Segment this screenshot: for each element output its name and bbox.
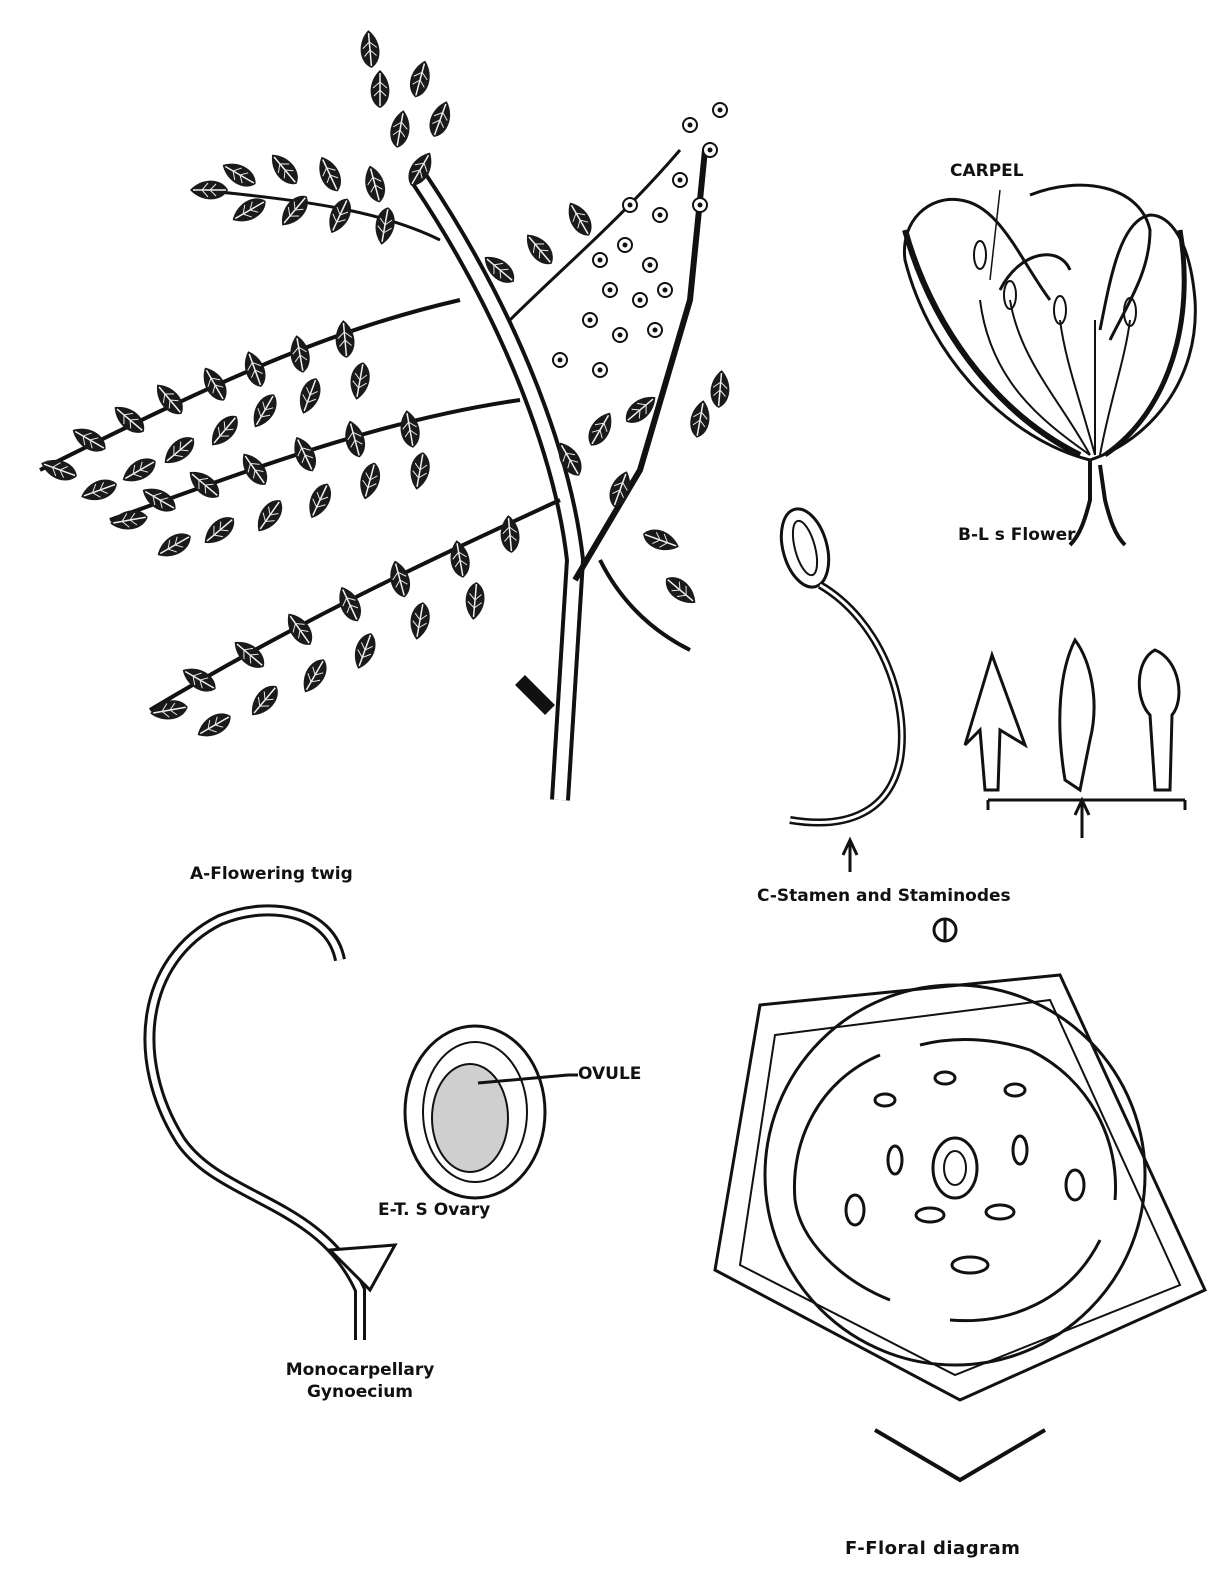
inflorescence bbox=[553, 103, 727, 377]
flower-ls-drawing bbox=[904, 185, 1195, 545]
label-floral-diagram: F-Floral diagram bbox=[845, 1540, 1020, 1558]
gynoecium-drawing bbox=[149, 910, 395, 1340]
label-gynoecium-line1: Monocarpellary bbox=[245, 1362, 475, 1379]
label-gynoecium-line2: Gynoecium bbox=[245, 1384, 475, 1401]
ovary-ts-drawing bbox=[405, 1026, 568, 1198]
label-stamen-staminodes: C-Stamen and Staminodes bbox=[757, 888, 1011, 905]
stamen-drawing bbox=[773, 504, 901, 855]
label-flowering-twig: A-Flowering twig bbox=[190, 866, 353, 883]
label-ovule: OVULE bbox=[578, 1066, 641, 1083]
label-ts-ovary: E-T. S Ovary bbox=[378, 1202, 490, 1219]
floral-diagram-drawing bbox=[715, 975, 1205, 1480]
label-carpel: CARPEL bbox=[950, 163, 1024, 180]
label-ls-flower: B-L s Flower bbox=[958, 527, 1076, 544]
leaflet-cluster bbox=[38, 29, 731, 743]
